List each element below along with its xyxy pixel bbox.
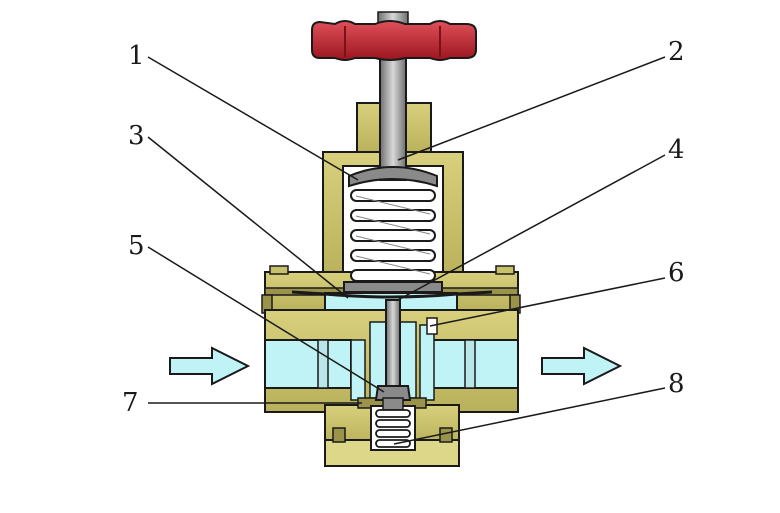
- callout-4: 4: [668, 135, 685, 165]
- callout-7: 7: [122, 388, 139, 418]
- diaphragm: [291, 290, 493, 299]
- leader-3: [147, 136, 349, 299]
- outlet-port-ring: [464, 339, 476, 389]
- upper-spring-seat: [348, 166, 438, 188]
- internal-passage-left: [350, 339, 366, 401]
- callout-6: 6: [668, 258, 685, 288]
- outlet-arrow: [541, 346, 623, 386]
- callout-5: 5: [128, 231, 145, 261]
- inlet-port: [264, 339, 352, 389]
- callout-3: 3: [128, 121, 145, 151]
- bolt-left: [269, 265, 289, 275]
- callout-2: 2: [668, 37, 685, 67]
- cap-pin-left: [332, 427, 346, 443]
- inlet-arrow: [169, 346, 251, 386]
- callout-8: 8: [668, 369, 685, 399]
- main-spring: [350, 189, 436, 282]
- bolt-right: [495, 265, 515, 275]
- leader-5: [147, 246, 385, 393]
- leader-2: [397, 56, 666, 161]
- lower-spring-seat: [343, 281, 443, 293]
- handwheel: [311, 20, 477, 61]
- return-spring: [375, 409, 411, 448]
- callout-1: 1: [128, 41, 145, 71]
- leader-8: [393, 387, 666, 445]
- leader-1: [147, 56, 359, 181]
- poppet-neck: [382, 397, 404, 411]
- adjusting-screw: [379, 45, 407, 181]
- leader-lines: [147, 56, 666, 445]
- leader-4: [397, 154, 666, 301]
- poppet-valve: [374, 385, 412, 401]
- valve-stem: [385, 299, 401, 389]
- cap-pin-right: [439, 427, 453, 443]
- internal-passage-right: [419, 324, 435, 401]
- inlet-port-ring: [317, 339, 329, 389]
- leader-6: [429, 277, 666, 327]
